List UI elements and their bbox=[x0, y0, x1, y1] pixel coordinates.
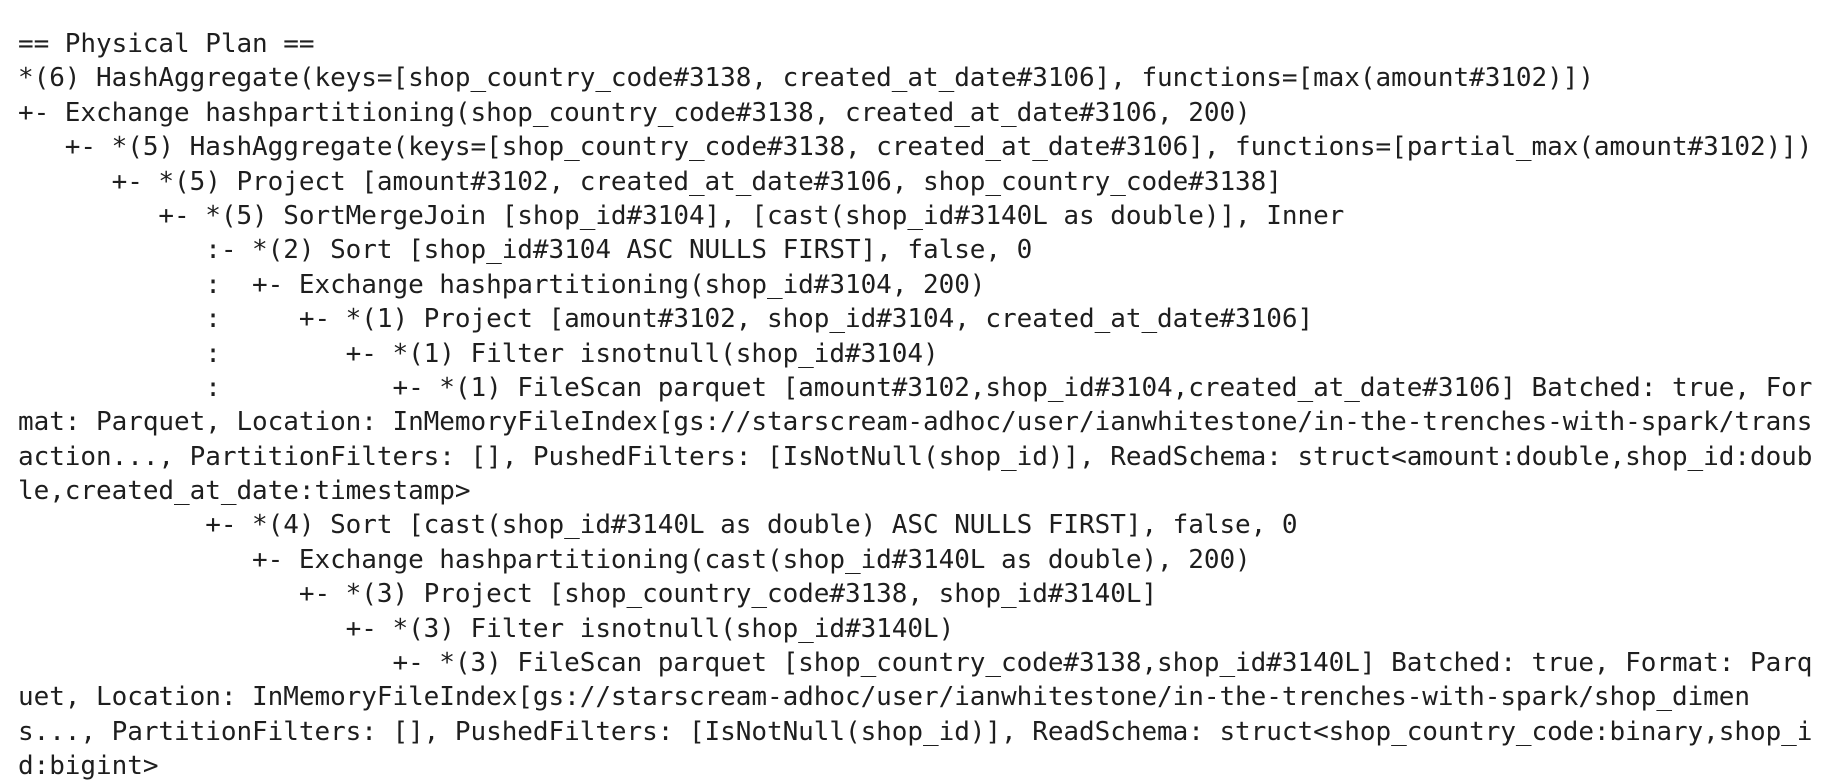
plan-line-sort-4: +- *(4) Sort [cast(shop_id#3140L as doub… bbox=[18, 510, 1298, 541]
plan-line-filescan-shop-dimension-wrap-3: d:bigint> bbox=[18, 751, 159, 782]
plan-line-exchange-shop-id: : +- Exchange hashpartitioning(shop_id#3… bbox=[18, 269, 986, 300]
plan-line-filescan-shop-dimension: +- *(3) FileScan parquet [shop_country_c… bbox=[18, 648, 1813, 679]
plan-line-filescan-shop-dimension-wrap-1: uet, Location: InMemoryFileIndex[gs://st… bbox=[18, 682, 1750, 713]
plan-line-exchange-cast-shop-id: +- Exchange hashpartitioning(cast(shop_i… bbox=[18, 544, 1251, 575]
plan-line-filescan-shop-dimension-wrap-2: s..., PartitionFilters: [], PushedFilter… bbox=[18, 716, 1813, 747]
plan-line-filescan-transactions-wrap-2: action..., PartitionFilters: [], PushedF… bbox=[18, 441, 1813, 472]
plan-line-filescan-transactions: : +- *(1) FileScan parquet [amount#3102,… bbox=[18, 372, 1813, 403]
plan-line-project-1: : +- *(1) Project [amount#3102, shop_id#… bbox=[18, 304, 1314, 335]
plan-line-filescan-transactions-wrap-1: mat: Parquet, Location: InMemoryFileInde… bbox=[18, 407, 1813, 438]
physical-plan-output: == Physical Plan == *(6) HashAggregate(ke… bbox=[18, 27, 1812, 784]
plan-line-filter-1: : +- *(1) Filter isnotnull(shop_id#3104) bbox=[18, 338, 939, 369]
plan-line-project-3: +- *(3) Project [shop_country_code#3138,… bbox=[18, 579, 1158, 610]
plan-line-filter-3: +- *(3) Filter isnotnull(shop_id#3140L) bbox=[18, 613, 955, 644]
plan-line-sort-merge-join: +- *(5) SortMergeJoin [shop_id#3104], [c… bbox=[18, 200, 1345, 231]
plan-line-hash-aggregate-partial: +- *(5) HashAggregate(keys=[shop_country… bbox=[18, 132, 1813, 163]
plan-line-hash-aggregate-final: *(6) HashAggregate(keys=[shop_country_co… bbox=[18, 63, 1594, 94]
plan-line-project-5: +- *(5) Project [amount#3102, created_at… bbox=[18, 166, 1282, 197]
plan-line-filescan-transactions-wrap-3: le,created_at_date:timestamp> bbox=[18, 476, 471, 507]
plan-header: == Physical Plan == bbox=[18, 29, 315, 59]
plan-line-sort-2: :- *(2) Sort [shop_id#3104 ASC NULLS FIR… bbox=[18, 235, 1033, 266]
plan-line-exchange-country-date: +- Exchange hashpartitioning(shop_countr… bbox=[18, 97, 1251, 128]
